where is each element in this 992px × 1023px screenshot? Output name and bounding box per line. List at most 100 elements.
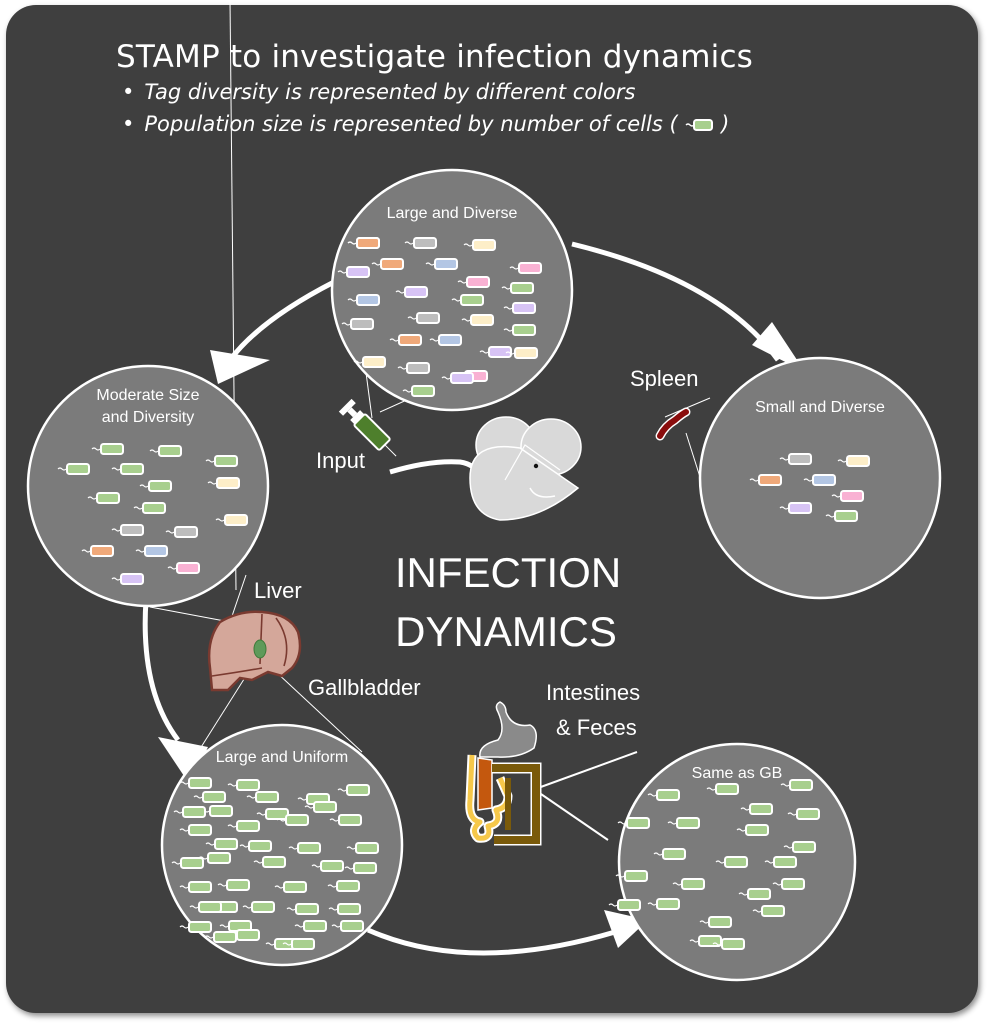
bacterial-cell [246,791,279,803]
bacterial-cell [389,334,422,346]
bacterial-cell [825,510,858,522]
bacterial-cell [171,857,204,869]
bullet-dot: • [122,112,135,136]
bacterial-cell [463,239,496,251]
bacterial-cell [479,346,512,358]
bacterial-cell [179,824,212,836]
bacterial-cell [239,840,272,852]
bacterial-cell [780,779,813,791]
bullet-population-size: • Population size is represented by numbe… [122,108,753,140]
connector [537,751,638,789]
bacterial-cell [503,302,536,314]
bacterial-cell [736,824,769,836]
bacterial-cell [179,777,212,789]
bacterial-cell [133,502,166,514]
bacterial-cell [831,490,864,502]
bacterial-cell [608,899,641,911]
intestines-icon [465,701,542,846]
bacterial-cell [311,860,344,872]
bullet-tag-diversity: • Tag diversity is represented by differe… [122,76,753,108]
bacterial-cell [647,898,680,910]
arrowhead-liver [210,350,270,384]
bacterial-cell [217,879,250,891]
syringe-icon [338,398,397,457]
bacterial-cell [397,362,430,374]
bacterial-cell [282,938,315,950]
connector [685,432,701,478]
mouse-icon [389,416,582,521]
bacterial-cell [715,856,748,868]
bacterial-cell [294,920,327,932]
bacterial-cell [667,817,700,829]
bacterial-cell [167,562,200,574]
population-circle-spleen: Small and Diverse [698,356,942,600]
bacterial-cell [501,282,534,294]
arrowhead-spleen [752,322,805,372]
bacterial-cell [165,526,198,538]
bullet-close-paren: ) [721,112,730,136]
bacterial-cell [87,492,120,504]
arrow-input-to-liver [228,279,336,362]
bacterial-cell [227,779,260,791]
bacterial-cell [111,524,144,536]
bacterial-cell [772,878,805,890]
bacterial-cell [740,803,773,815]
bacterial-cell [457,276,490,288]
header: STAMP to investigate infection dynamics … [116,38,753,140]
population-circle-intestines: Same as GB [608,742,857,982]
bullet-text: Tag diversity is represented by differen… [144,80,636,104]
bacterial-cell [341,318,374,330]
bacterial-cell [179,921,212,933]
spleen-icon [655,407,691,441]
bacterial-cell [288,842,321,854]
bacterial-cell [451,294,484,306]
bacterial-cell [503,324,536,336]
bacterial-cell [749,474,782,486]
bacterial-cell [328,903,361,915]
bacterial-cell [779,502,812,514]
center-title-line2: DYNAMICS [395,608,617,655]
population-label: Large and Diverse [387,205,518,222]
population-label: Small and Diverse [755,399,885,416]
bullet-dot: • [122,80,135,104]
bacterial-cell [81,545,114,557]
bacterial-cell [189,901,222,913]
bacterial-cell [425,258,458,270]
bacterial-cell [337,266,370,278]
intestines-label-line2: & Feces [556,715,637,740]
bacterial-cell [327,880,360,892]
bullet-text: Population size is represented by number… [144,112,678,136]
arrow-liver-to-gallbladder [142,599,180,742]
cell-legend-icon [685,119,714,131]
bacterial-cell [712,938,745,950]
bacterial-cell [139,480,172,492]
connector [229,574,247,623]
page-title: STAMP to investigate infection dynamics [116,39,754,75]
bacterial-cell [91,443,124,455]
gallbladder-icon [253,639,267,659]
liver-icon [207,610,302,692]
population-label: and Diversity [102,409,194,426]
bacterial-cell [347,294,380,306]
bacterial-cell [227,820,260,832]
connector [149,606,231,623]
bacterial-cell [783,841,816,853]
bacterial-cell [276,814,309,826]
bacterial-cell [505,347,538,359]
bacterial-cell [198,852,231,864]
bacterial-cell [407,312,440,324]
bacterial-cell [441,372,474,384]
population-circle-gallbladder: Large and Uniform [160,723,404,967]
bacterial-cell [286,903,319,915]
bacterial-cell [344,862,377,874]
bacterial-cell [256,808,289,820]
bacterial-cell [764,856,797,868]
bacterial-cell [738,888,771,900]
liver-label: Liver [254,578,302,603]
arrow-input-to-spleen [571,241,781,362]
bacterial-cell [402,385,435,397]
bacterial-cell [193,791,226,803]
input-label: Input [316,448,365,473]
